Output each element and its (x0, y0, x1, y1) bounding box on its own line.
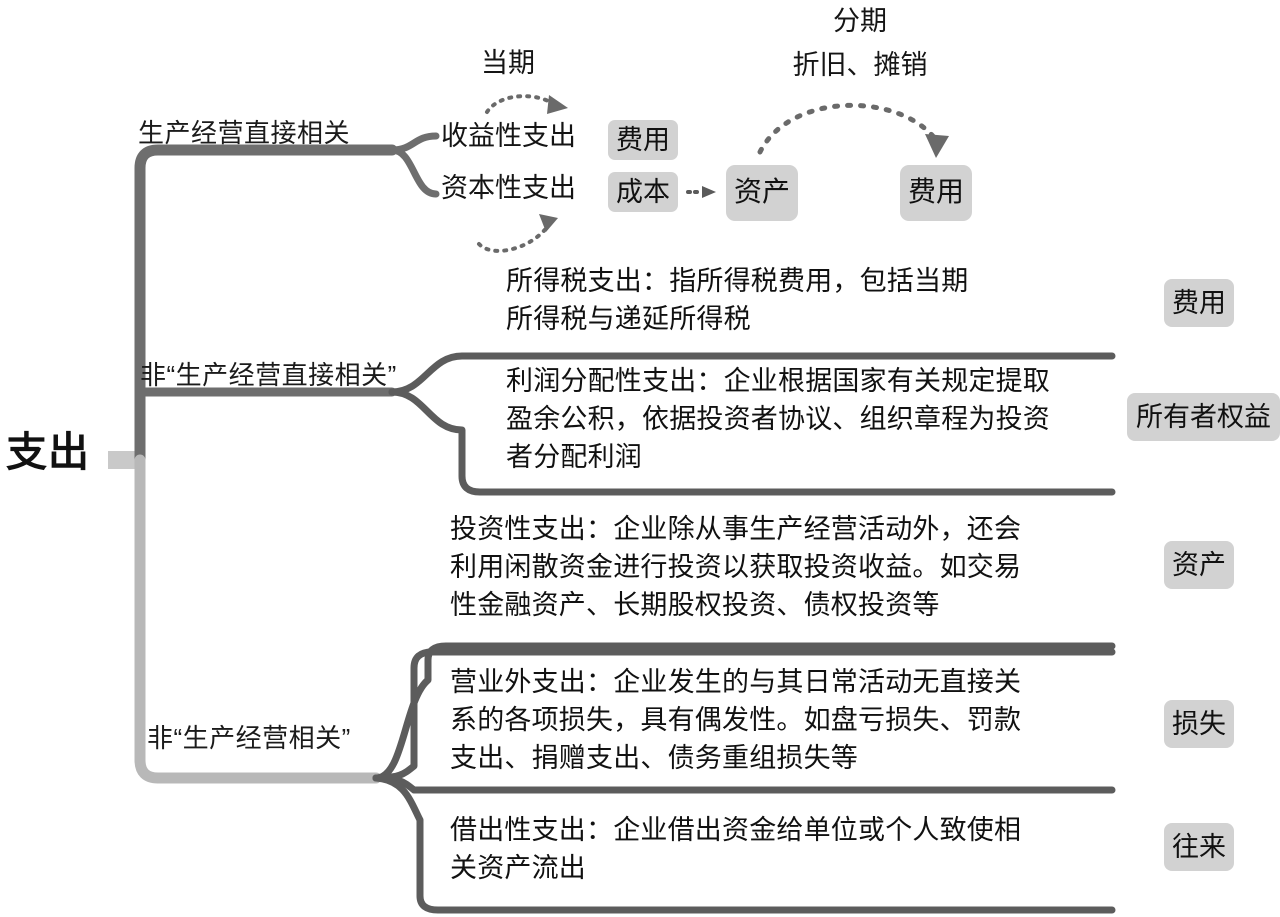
arrowhead-amortization (925, 134, 949, 158)
tag-asset[interactable]: 资产 (1164, 541, 1234, 589)
fork-top-upper (388, 132, 440, 154)
chip-expense-top[interactable]: 费用 (608, 120, 678, 160)
text-non-operating-expenditure: 营业外支出：企业发生的与其日常活动无直接关 系的各项损失，具有偶发性。如盘亏损失… (450, 667, 1022, 773)
text-lending-expenditure: 借出性支出：企业借出资金给单位或个人致使相 关资产流出 (450, 815, 1022, 883)
fork-top-lower (388, 146, 440, 198)
tag-current-account[interactable]: 往来 (1164, 823, 1234, 871)
branch-label-non-production[interactable]: 非“生产经营相关” (147, 723, 351, 753)
text-profit-distribution-expenditure: 利润分配性支出：企业根据国家有关规定提取 盈余公积，依据投资者协议、组织章程为投… (506, 366, 1050, 472)
root-node-label[interactable]: 支出 (6, 429, 90, 475)
branch-non-operating-bottom (372, 774, 1116, 794)
chip-asset[interactable]: 资产 (726, 165, 798, 221)
arrowhead-current-period (547, 95, 568, 114)
root-stub (108, 451, 144, 469)
branch-label-non-production-direct[interactable]: 非“生产经营直接相关” (140, 360, 397, 390)
leaf-capital-expenditure[interactable]: 资本性支出 (441, 173, 576, 203)
tag-expense[interactable]: 费用 (1164, 279, 1234, 327)
text-investment-expenditure: 投资性支出：企业除从事生产经营活动外，还会 利用闲散资金进行投资以获取投资收益。… (450, 514, 1022, 620)
dotted-arc-capital (477, 224, 550, 253)
text-income-tax-expenditure: 所得税支出：指所得税费用，包括当期 所得税与递延所得税 (506, 266, 969, 334)
caption-current-period: 当期 (481, 48, 535, 78)
tag-owners-equity[interactable]: 所有者权益 (1127, 393, 1280, 441)
arrowhead-capital (539, 214, 558, 232)
dotted-arc-amortization (757, 103, 939, 155)
chip-expense-after-amortization[interactable]: 费用 (900, 165, 972, 221)
chip-cost[interactable]: 成本 (608, 172, 678, 212)
leaf-revenue-expenditure[interactable]: 收益性支出 (441, 121, 576, 151)
arrowhead-cost-to-asset (702, 186, 716, 198)
trunk-upper (134, 144, 398, 466)
tag-loss[interactable]: 损失 (1164, 700, 1234, 748)
dotted-arc-current-period (485, 94, 558, 114)
caption-depreciation-amortization: 折旧、摊销 (792, 50, 928, 80)
branch-label-production-related[interactable]: 生产经营直接相关 (138, 118, 351, 148)
caption-installment: 分期 (833, 6, 887, 36)
